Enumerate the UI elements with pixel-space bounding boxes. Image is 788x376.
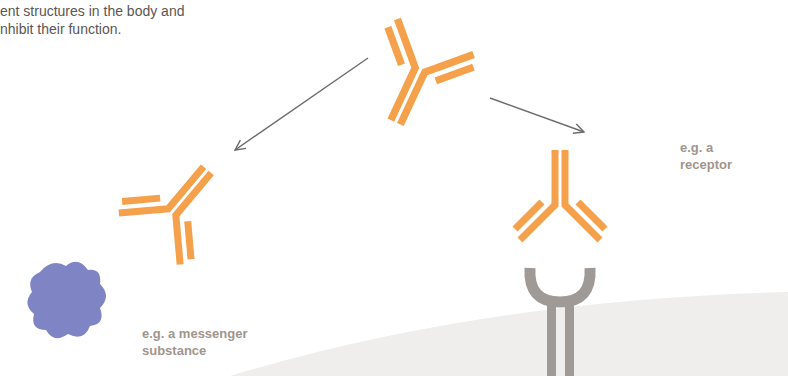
messenger-substance [27,262,106,338]
receptor-symbol [530,268,590,376]
antibody-bound-receptor [515,150,605,240]
intro-text: ent structures in the body and nhibit th… [0,2,215,38]
arrow [235,58,368,150]
antibody-free [353,17,479,143]
receptor-label: e.g. a receptor [680,140,760,174]
arrow [490,98,584,132]
messenger-label: e.g. a messenger substance [142,326,272,360]
cell-membrane [230,292,788,376]
antibody-bound-messenger [115,141,242,268]
